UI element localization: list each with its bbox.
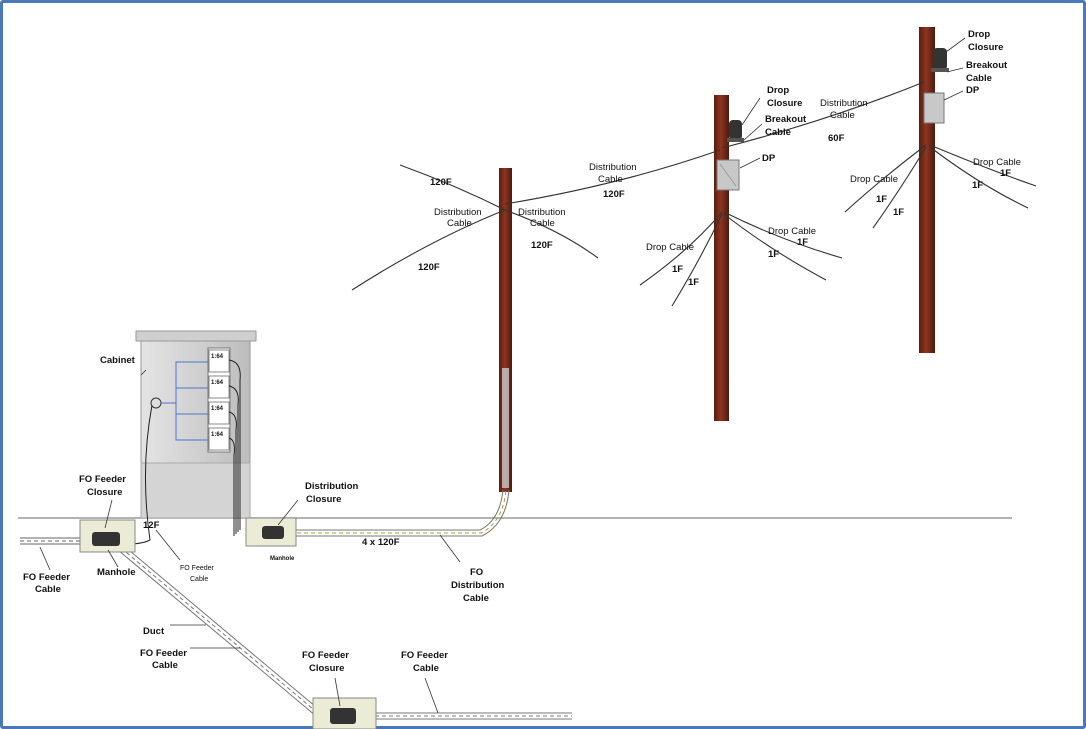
splitter-label-4: 1:64 bbox=[211, 432, 224, 438]
fiber-120f-label-bl: 120F bbox=[418, 262, 440, 273]
fiber-120f-label-tl: 120F bbox=[430, 177, 452, 188]
drop-closure-pole3 bbox=[931, 48, 949, 72]
fiber-60f-label: 60F bbox=[828, 133, 845, 144]
pole-2 bbox=[714, 95, 729, 421]
distribution-closure-label: Distribution bbox=[305, 481, 358, 492]
distribution-closure-manhole bbox=[245, 517, 297, 547]
splitter-label-3: 1:64 bbox=[211, 406, 224, 412]
fo-feeder-closure-manhole-1 bbox=[79, 519, 136, 553]
splitter-label-2: 1:64 bbox=[211, 380, 224, 386]
splitter-4 bbox=[208, 427, 230, 451]
splitter-3 bbox=[208, 401, 230, 425]
fo-distribution-cable-label: FO bbox=[470, 567, 483, 578]
breakout-cable-label-pole3: Breakout bbox=[966, 60, 1008, 71]
fiber-120f-label-right: 120F bbox=[531, 240, 553, 251]
distribution-cable-label-mid-l2: Cable bbox=[598, 174, 623, 185]
manhole-label-2: Manhole bbox=[270, 556, 295, 562]
distribution-cable-label-left: Distribution bbox=[434, 207, 482, 218]
fo-feeder-closure-manhole-2 bbox=[312, 697, 377, 729]
drop-closure-pole2 bbox=[727, 120, 744, 142]
fiber-1f-label-p3-c: 1F bbox=[1000, 168, 1011, 179]
fo-feeder-cable-label-small: FO Feeder bbox=[180, 565, 215, 572]
fo-distribution-cable-label-l3: Cable bbox=[463, 593, 489, 604]
fo-feeder-cable-label-bottom: FO Feeder bbox=[401, 650, 448, 661]
distribution-cable-label-left-l2: Cable bbox=[447, 218, 472, 229]
distribution-cable-label-top-l2: Cable bbox=[830, 110, 855, 121]
splitter-1 bbox=[208, 349, 230, 373]
fo-feeder-cable-label-duct: FO Feeder bbox=[140, 648, 187, 659]
fo-feeder-closure-label-1: FO Feeder bbox=[79, 474, 126, 485]
fo-distribution-cable bbox=[290, 489, 510, 537]
drop-cable-label-pole3-left: Drop Cable bbox=[850, 174, 898, 185]
drop-cable-label-pole3-right: Drop Cable bbox=[973, 157, 1021, 168]
fo-feeder-cable-label-left-l2: Cable bbox=[35, 584, 61, 595]
drop-cable-label-pole2-left: Drop Cable bbox=[646, 242, 694, 253]
pole-1 bbox=[499, 168, 512, 492]
distribution-cable-label-mid: Distribution bbox=[589, 162, 637, 173]
fo-distribution-cable-label-l2: Distribution bbox=[451, 580, 504, 591]
fo-feeder-cable-label-duct-l2: Cable bbox=[152, 660, 178, 671]
breakout-cable-label-pole2-l2: Cable bbox=[765, 127, 791, 138]
distribution-closure-label-l2: Closure bbox=[306, 494, 341, 505]
cabinet-internal-fibers bbox=[119, 359, 241, 545]
splitter-2 bbox=[208, 375, 230, 399]
fo-feeder-cable-left bbox=[20, 537, 85, 545]
duct-label: Duct bbox=[143, 626, 165, 637]
fo-feeder-cable-label-small-l2: Cable bbox=[190, 576, 208, 583]
fo-feeder-closure-label-2: FO Feeder bbox=[302, 650, 349, 661]
fo-feeder-cable-bottom bbox=[375, 712, 572, 720]
dp-box-pole3 bbox=[923, 92, 945, 124]
dp-label-pole2: DP bbox=[762, 153, 776, 164]
dp-box-pole2 bbox=[716, 159, 740, 191]
drop-closure-label-pole3: Drop bbox=[968, 29, 990, 40]
drop-closure-label-pole2: Drop bbox=[767, 85, 789, 96]
distribution-cable-label-top: Distribution bbox=[820, 98, 868, 109]
fiber-1f-label-p2-d: 1F bbox=[768, 249, 779, 260]
manhole-label-1: Manhole bbox=[97, 567, 136, 578]
drop-closure-label-pole3-l2: Closure bbox=[968, 42, 1003, 53]
fiber-1f-label-p2-c: 1F bbox=[797, 237, 808, 248]
fiber-120f-label-mid: 120F bbox=[603, 189, 625, 200]
leader-lines bbox=[39, 37, 966, 714]
breakout-cable-label-pole3-l2: Cable bbox=[966, 73, 992, 84]
fiber-1f-label-p2-a: 1F bbox=[672, 264, 683, 275]
overhead-cables bbox=[351, 81, 1037, 307]
cabinet bbox=[135, 330, 257, 519]
fo-feeder-cable-label-bottom-l2: Cable bbox=[413, 663, 439, 674]
fiber-1f-label-p3-b: 1F bbox=[893, 207, 904, 218]
fiber-1f-label-p3-d: 1F bbox=[972, 180, 983, 191]
fo-feeder-closure-label-1-l2: Closure bbox=[87, 487, 122, 498]
splitter-label-1: 1:64 bbox=[211, 354, 224, 360]
splitter-links bbox=[161, 361, 208, 441]
duct bbox=[117, 545, 323, 717]
distribution-cable-label-right: Distribution bbox=[518, 207, 566, 218]
fo-feeder-closure-label-2-l2: Closure bbox=[309, 663, 344, 674]
fiber-1f-label-p2-b: 1F bbox=[688, 277, 699, 288]
drop-cable-label-pole2-right: Drop Cable bbox=[768, 226, 816, 237]
drop-closure-label-pole2-l2: Closure bbox=[767, 98, 802, 109]
fiber-12f-label: 12F bbox=[143, 520, 160, 531]
dp-label-pole3: DP bbox=[966, 85, 980, 96]
distribution-cable-label-right-l2: Cable bbox=[530, 218, 555, 229]
fo-feeder-cable-label-left: FO Feeder bbox=[23, 572, 70, 583]
fiber-1f-label-p3-a: 1F bbox=[876, 194, 887, 205]
cabinet-label: Cabinet bbox=[100, 355, 136, 366]
pole-3 bbox=[919, 27, 935, 353]
breakout-cable-label-pole2: Breakout bbox=[765, 114, 807, 125]
four-x-120f-label: 4 x 120F bbox=[362, 537, 400, 548]
